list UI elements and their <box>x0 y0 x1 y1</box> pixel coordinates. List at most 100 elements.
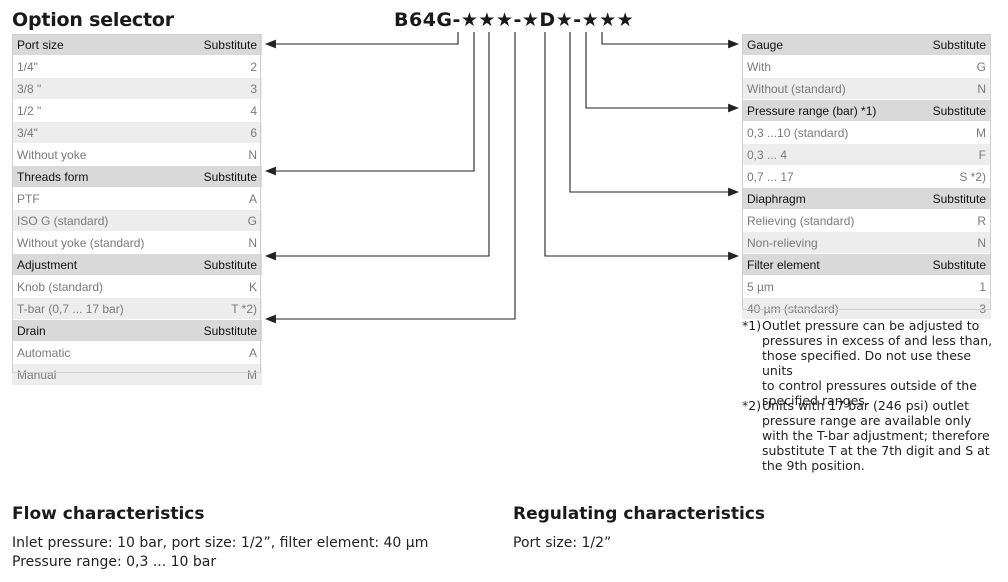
option-label: With <box>742 55 922 78</box>
option-code: N <box>192 143 262 166</box>
model-code: B64G-★★★-★D★-★★★ <box>394 9 635 31</box>
connector-gauge <box>601 32 740 49</box>
substitute-column-label: Substitute <box>922 187 991 210</box>
group-title: Gauge <box>742 34 922 56</box>
option-label: Relieving (standard) <box>742 209 922 232</box>
option-code: M <box>922 121 991 144</box>
option-row: Knob (standard)K <box>12 275 262 298</box>
note-1: *1) Outlet pressure can be adjusted to p… <box>742 318 1004 408</box>
note-line: those specified. Do not use these units <box>762 348 972 378</box>
flow-line: Inlet pressure: 10 bar, port size: 1/2”,… <box>12 535 429 551</box>
option-row: ISO G (standard)G <box>12 209 262 232</box>
option-label: 40 µm (standard) <box>742 297 922 320</box>
note-line: to control pressures outside of the <box>762 378 977 393</box>
group-title: Pressure range (bar) *1) <box>742 99 922 122</box>
note-line: Units with 17 bar (246 psi) outlet <box>762 398 970 413</box>
option-row: 0,3 ...10 (standard)M <box>742 121 991 144</box>
note-line: Outlet pressure can be adjusted to <box>762 318 980 333</box>
flow-line: Pressure range: 0,3 ... 10 bar <box>12 554 217 570</box>
connector-filter-element <box>544 32 740 261</box>
group-title: Port size <box>12 34 192 56</box>
group-title: Threads form <box>12 165 192 188</box>
note-2: *2) Units with 17 bar (246 psi) outlet p… <box>742 398 1004 476</box>
option-label: ISO G (standard) <box>12 209 192 232</box>
option-row: T-bar (0,7 ... 17 bar)T *2) <box>12 297 262 320</box>
option-code: 2 <box>192 55 262 78</box>
connector-adjustment <box>264 32 490 261</box>
connector-diaphragm <box>569 32 740 197</box>
note-line: the 9th position. <box>762 458 865 473</box>
option-group-header: Pressure range (bar) *1)Substitute <box>742 99 991 122</box>
note-line: pressures in excess of and less than, <box>762 333 993 348</box>
connector-drain <box>264 32 516 324</box>
note-line: specified ranges. <box>762 393 869 408</box>
option-code: G <box>192 209 262 232</box>
option-label: 1/4" <box>12 55 192 78</box>
substitute-column-label: Substitute <box>922 99 991 122</box>
option-label: Without (standard) <box>742 77 922 100</box>
group-title: Filter element <box>742 253 922 276</box>
option-row: Without yoke (standard)N <box>12 231 262 254</box>
option-label: 1/2 " <box>12 99 192 122</box>
group-title: Adjustment <box>12 253 192 276</box>
option-label: PTF <box>12 187 192 210</box>
regulating-characteristics-text: Port size: 1/2” <box>513 534 611 553</box>
group-title: Diaphragm <box>742 187 922 210</box>
substitute-column-label: Substitute <box>192 253 262 276</box>
option-label: Without yoke (standard) <box>12 231 192 254</box>
option-code: 6 <box>192 121 262 144</box>
regulating-characteristics-title: Regulating characteristics <box>513 504 766 524</box>
option-code: 3 <box>922 297 991 320</box>
group-title: Drain <box>12 319 192 342</box>
option-label: 5 µm <box>742 275 922 298</box>
substitute-column-label: Substitute <box>192 34 262 56</box>
option-code: G <box>922 55 991 78</box>
option-code: N <box>922 77 991 100</box>
option-code: M <box>192 363 262 386</box>
option-code: 3 <box>192 77 262 100</box>
option-code: T *2) <box>192 297 262 320</box>
option-row: Without (standard)N <box>742 77 991 100</box>
regulating-line: Port size: 1/2” <box>513 535 612 551</box>
note-line: substitute T at the 7th digit and S at <box>762 443 990 458</box>
option-code: 4 <box>192 99 262 122</box>
option-code: A <box>192 341 262 364</box>
connector-pressure-range <box>585 32 740 113</box>
option-code: A <box>192 187 262 210</box>
option-code: 1 <box>922 275 991 298</box>
option-label: Knob (standard) <box>12 275 192 298</box>
option-label: 0,3 ...10 (standard) <box>742 121 922 144</box>
option-label: T-bar (0,7 ... 17 bar) <box>12 297 192 320</box>
option-label: 0,3 ... 4 <box>742 143 922 166</box>
option-label: 0,7 ... 17 <box>742 165 922 188</box>
substitute-column-label: Substitute <box>192 319 262 342</box>
flow-characteristics-text: Inlet pressure: 10 bar, port size: 1/2”,… <box>12 534 428 572</box>
option-row: 40 µm (standard)3 <box>742 297 991 320</box>
option-code: N <box>922 231 991 254</box>
option-code: R <box>922 209 991 232</box>
option-label: Manual <box>12 363 192 386</box>
connector-threads-form <box>264 32 475 176</box>
option-row: 1/2 "4 <box>12 99 262 122</box>
connector-port-size <box>264 32 459 49</box>
option-row: 1/4"2 <box>12 55 262 78</box>
substitute-column-label: Substitute <box>192 165 262 188</box>
note-mark: *2) <box>742 398 762 413</box>
